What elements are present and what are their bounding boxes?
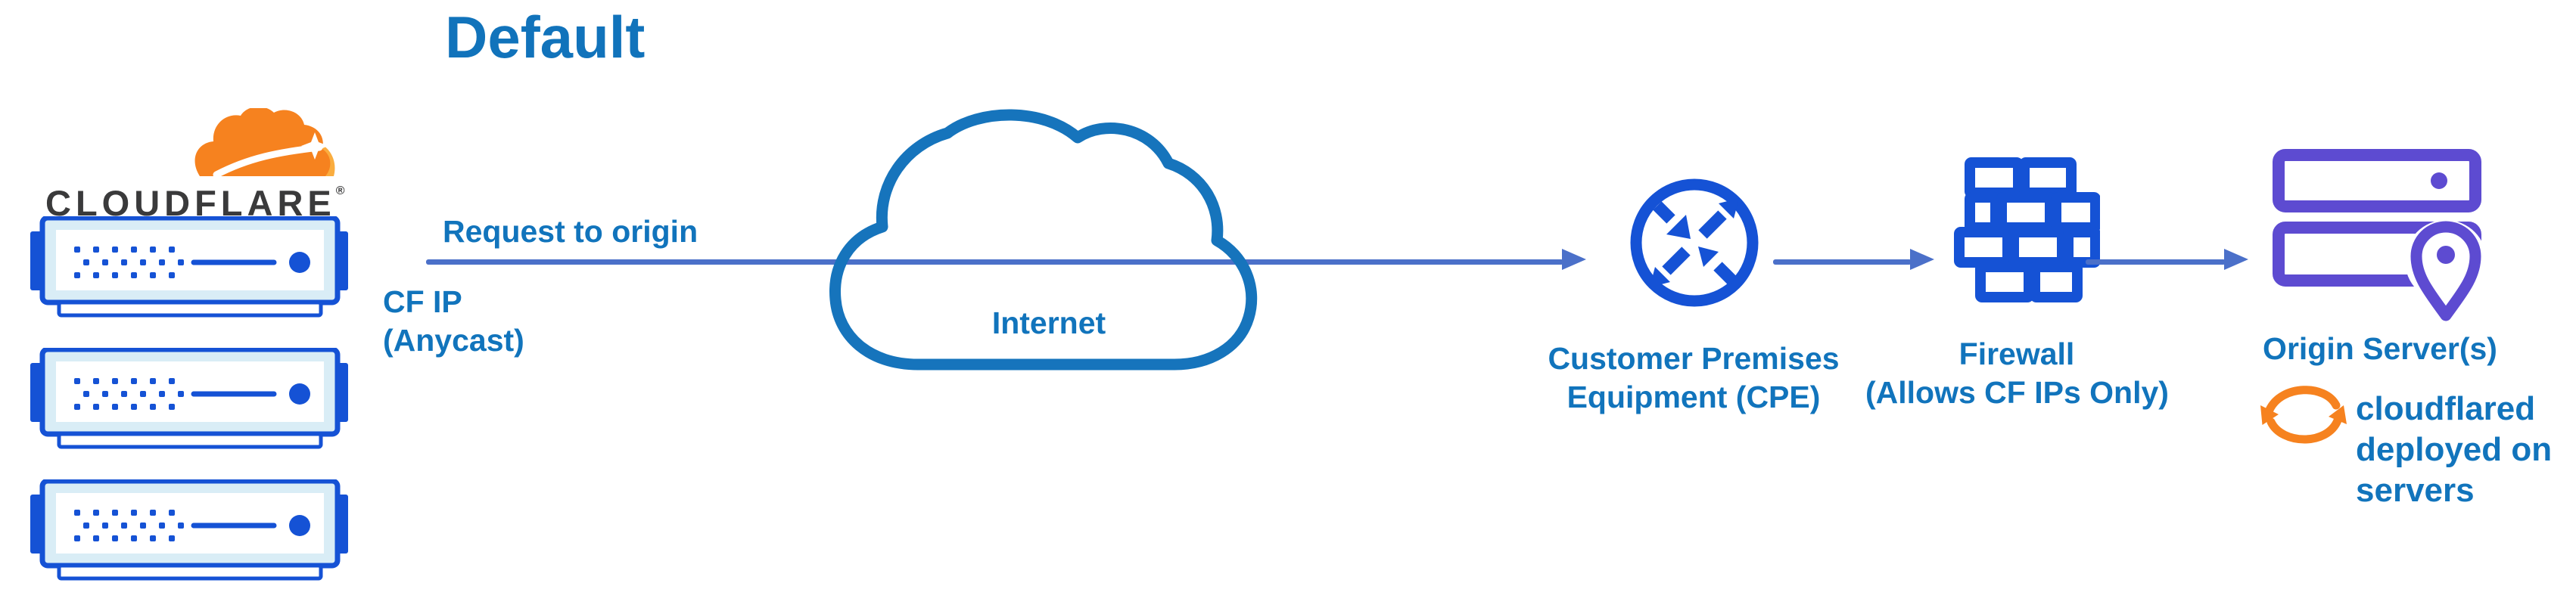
- cloudflared-label: cloudflared deployed on servers: [2356, 389, 2552, 511]
- cpe-label: Customer Premises Equipment (CPE): [1542, 340, 1845, 417]
- firewall-label-line2: (Allows CF IPs Only): [1865, 375, 2169, 410]
- origin-server-icon: [2266, 146, 2494, 324]
- cf-ip-label: CF IP (Anycast): [383, 283, 524, 360]
- cloudflare-cloud-logo-icon: [194, 108, 335, 178]
- page-title: Default: [445, 4, 646, 70]
- cpe-label-line1: Customer Premises: [1548, 341, 1840, 376]
- edge-server-icon: [30, 216, 348, 318]
- internet-label: Internet: [991, 305, 1106, 340]
- origin-label: Origin Server(s): [2263, 331, 2497, 366]
- request-arrowhead-icon: [1562, 249, 1586, 270]
- cloudflared-line3: servers: [2356, 472, 2475, 509]
- firewall-icon: [1941, 147, 2100, 306]
- edge-server-icon: [30, 348, 348, 450]
- cpe-label-line2: Equipment (CPE): [1566, 380, 1821, 414]
- cloudflare-logo: [188, 108, 342, 182]
- cf-ip-line1: CF IP: [383, 284, 462, 319]
- request-to-origin-label: Request to origin: [443, 214, 698, 249]
- cloudflared-line2: deployed on: [2356, 431, 2553, 468]
- arrow-cpe-to-firewall-head-icon: [1910, 249, 1934, 270]
- arrow-firewall-to-origin-head-icon: [2224, 249, 2248, 270]
- registered-mark: ®: [335, 185, 345, 197]
- request-arrow-shaft: [426, 259, 1563, 265]
- arrow-cpe-to-firewall-shaft: [1773, 259, 1912, 265]
- location-pin-icon: [2410, 221, 2481, 321]
- firewall-label-line1: Firewall: [1958, 336, 2075, 371]
- edge-server-icon: [30, 479, 348, 581]
- cf-ip-line2: (Anycast): [383, 323, 524, 358]
- firewall-label: Firewall (Allows CF IPs Only): [1865, 335, 2169, 412]
- cpe-router-icon: [1624, 172, 1765, 313]
- internet-cloud-icon: [823, 107, 1274, 374]
- sync-arrows-icon: [2257, 378, 2350, 454]
- arrow-firewall-to-origin-shaft: [2086, 259, 2226, 265]
- cloudflared-line1: cloudflared: [2356, 390, 2536, 427]
